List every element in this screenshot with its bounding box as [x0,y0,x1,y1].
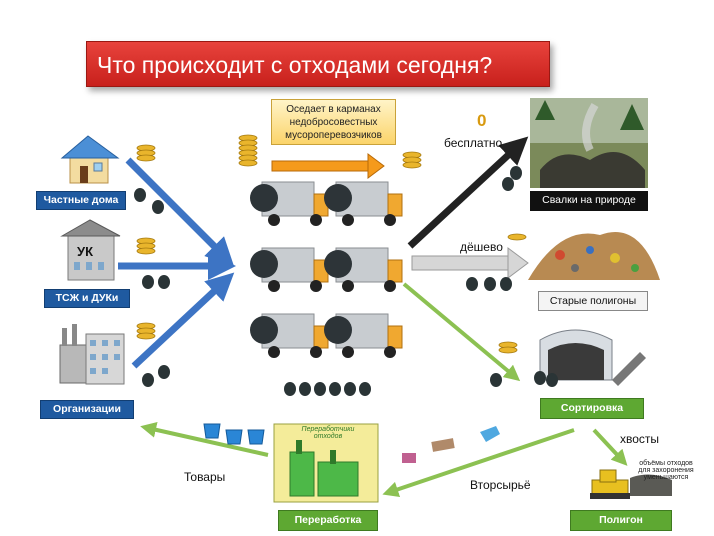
arrow-recycling-to-goods [148,428,268,455]
dest-landfill: Полигон [570,510,672,531]
arrow-houses-to-trucks [128,160,224,256]
arrow-orgs-to-trucks [134,282,224,366]
label-recyclables: Вторсырьё [470,478,531,492]
dest-nature-dumps: Свалки на природе [530,191,648,211]
arrow-sorting-to-landfill [594,430,622,460]
source-organizations: Организации [40,400,134,419]
dest-old-landfills: Старые полигоны [538,291,648,311]
note-box: Оседает в карманах недобросовестных мусо… [271,99,396,145]
source-private-houses: Частные дома [36,191,126,210]
uk-sign: УК [77,244,103,259]
page-title: Что происходит с отходами сегодня? [86,41,550,87]
dest-sorting: Сортировка [540,398,644,419]
label-tails: хвосты [620,432,659,446]
dest-recycling: Переработка [278,510,378,531]
label-cheap: дёшево [460,240,503,254]
landfill-note: объёмы отходов для захоронения уменьшают… [636,460,696,481]
label-goods: Товары [184,470,225,484]
coin-zero: 0 [477,111,486,131]
arrow-to-pockets [272,154,384,178]
label-free: бесплатно [444,136,502,150]
arrow-trucks-to-dumps [410,146,518,246]
arrow-trucks-to-sorting [404,284,514,376]
recycler-sign: Переработчики отходов [288,426,368,440]
source-hoa: ТСЖ и ДУКи [44,289,130,308]
